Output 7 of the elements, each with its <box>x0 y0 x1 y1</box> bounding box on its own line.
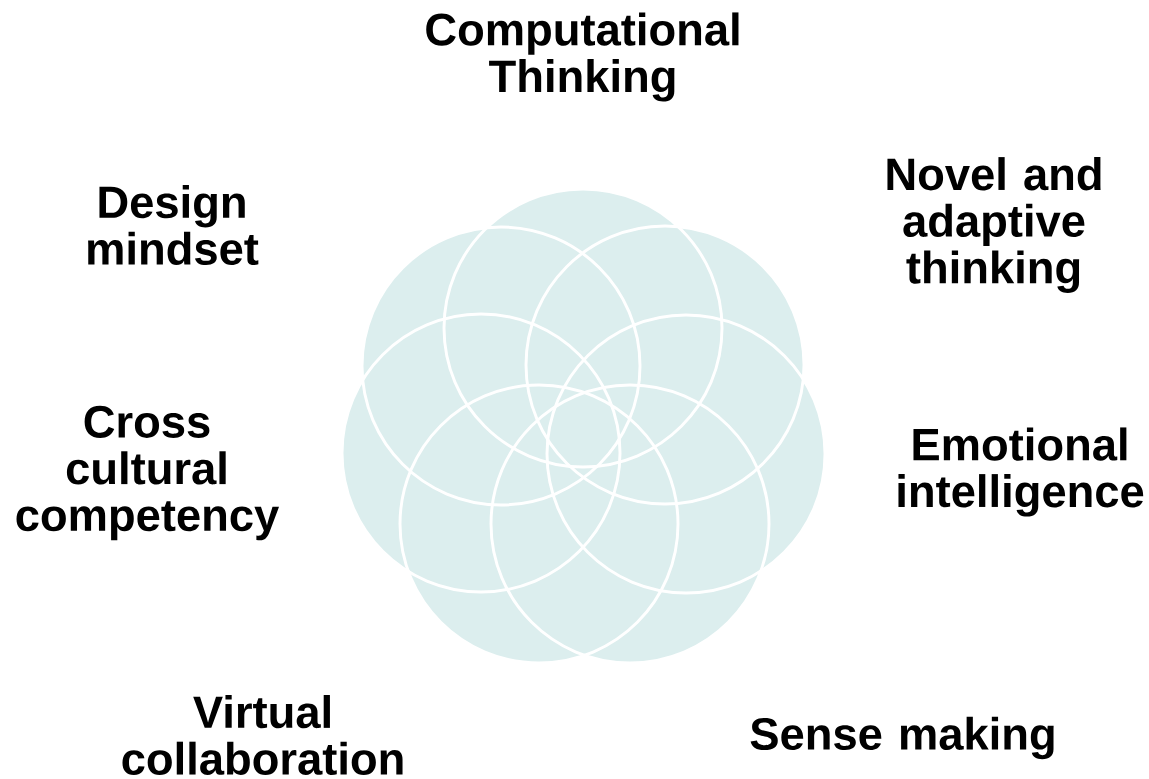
circle-label: Cross cultural competency <box>16 405 279 541</box>
circle-label: Sense making <box>750 716 1054 760</box>
circle-label: Virtual collaboration <box>122 695 403 775</box>
circle-label: Design mindset <box>88 185 259 265</box>
circle-label: Novel and adaptive thinking <box>887 157 1101 293</box>
circle-label: Computational Thinking <box>426 12 739 102</box>
circle-label: Emotional intelligence <box>898 427 1144 517</box>
